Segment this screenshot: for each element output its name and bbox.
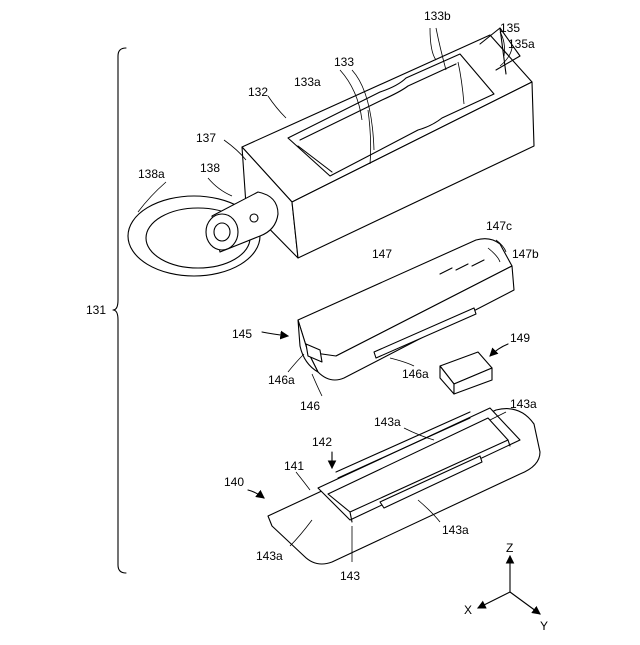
label-147c: 147c — [486, 219, 512, 233]
label-135: 135 — [500, 21, 520, 35]
label-133b: 133b — [424, 9, 451, 23]
label-131: 131 — [86, 303, 106, 317]
label-149: 149 — [510, 331, 530, 345]
label-143a-left: 143a — [256, 549, 283, 563]
axis-label-y: Y — [540, 619, 548, 633]
label-146a-left: 146a — [268, 373, 295, 387]
label-141: 141 — [284, 459, 304, 473]
label-137: 137 — [196, 131, 216, 145]
assembly-bracket — [113, 48, 126, 573]
label-135a: 135a — [508, 37, 535, 51]
label-138: 138 — [200, 161, 220, 175]
label-132: 132 — [248, 85, 268, 99]
label-138a: 138a — [138, 167, 165, 181]
coordinate-axes — [478, 556, 540, 614]
arrow-145 — [262, 332, 288, 336]
axis-label-z: Z — [506, 541, 513, 555]
arrow-149 — [490, 344, 508, 356]
label-143a-mid: 143a — [442, 523, 469, 537]
label-143a-top: 143a — [374, 415, 401, 429]
label-143: 143 — [340, 569, 360, 583]
label-146a-mid: 146a — [402, 367, 429, 381]
label-140: 140 — [224, 475, 244, 489]
axis-label-x: X — [464, 603, 472, 617]
label-133: 133 — [334, 55, 354, 69]
label-146: 146 — [300, 399, 320, 413]
block-149 — [440, 352, 492, 394]
arrow-140 — [248, 490, 264, 498]
label-145: 145 — [232, 327, 252, 341]
label-143a-right: 143a — [510, 397, 537, 411]
label-147: 147 — [372, 247, 392, 261]
label-142: 142 — [312, 435, 332, 449]
label-147b: 147b — [512, 247, 539, 261]
lower-tray-140 — [268, 408, 540, 564]
label-133a: 133a — [294, 75, 321, 89]
